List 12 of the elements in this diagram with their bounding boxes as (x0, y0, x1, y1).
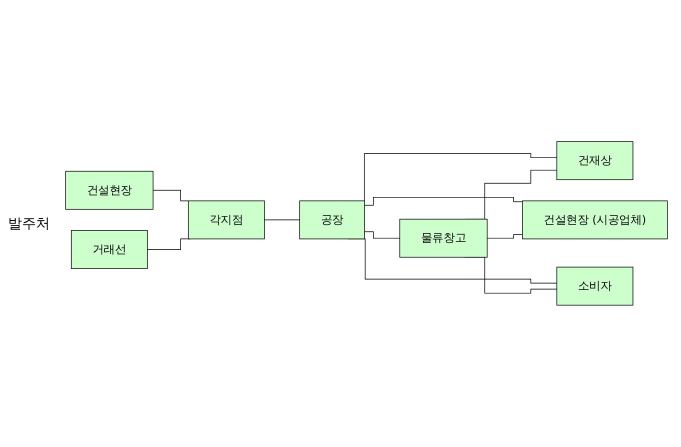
node-box: 공장 (299, 200, 365, 240)
node-box: 거래선 (70, 230, 148, 269)
node-box: 건설현장 (시공업체) (522, 200, 668, 240)
connector (486, 234, 523, 239)
node-box: 건재상 (556, 141, 634, 180)
node-box: 각지점 (188, 200, 265, 240)
connector (364, 197, 523, 206)
node-box: 소비자 (556, 266, 634, 306)
node-box: 건설현장 (65, 170, 154, 210)
note-text: 발주처 (8, 214, 50, 232)
node-box: 물류창고 (399, 218, 488, 258)
connector (364, 232, 400, 239)
